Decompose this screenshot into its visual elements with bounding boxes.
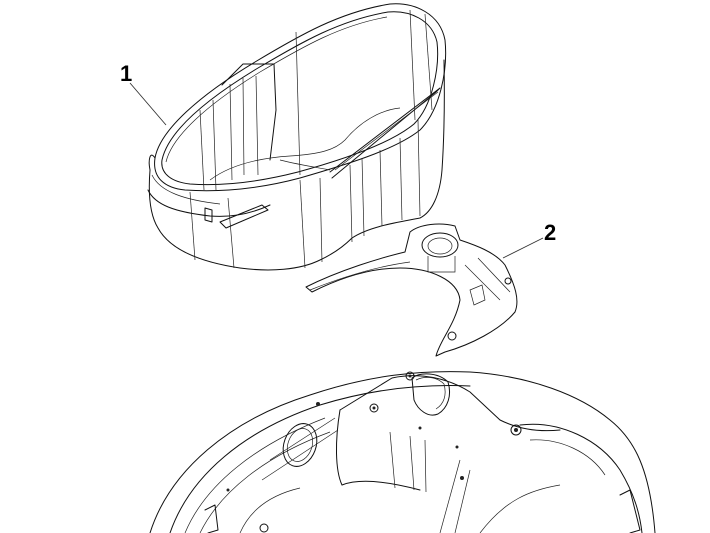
leader-line-1 — [129, 82, 167, 126]
part-2-bracket — [305, 223, 518, 357]
part-1-helmet-compartment — [147, 3, 447, 271]
callout-label-2: 2 — [544, 220, 557, 245]
part-body-frame — [149, 371, 656, 533]
leader-line-2 — [502, 237, 544, 259]
callout-label-1: 1 — [120, 61, 133, 86]
